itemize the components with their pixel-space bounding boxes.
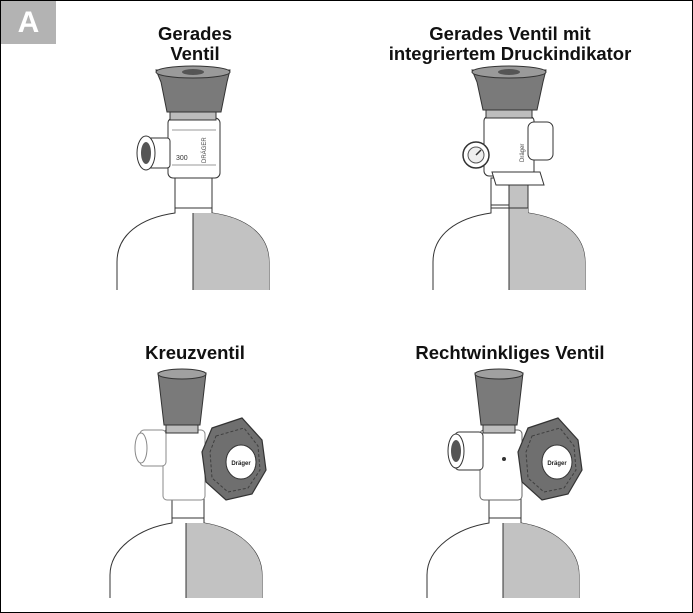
cross-valve-illustration: Dräger — [110, 369, 266, 598]
cylinder-body — [427, 498, 579, 598]
handwheel: Dräger — [202, 418, 266, 500]
handknob — [472, 66, 546, 118]
valve-body — [448, 430, 522, 500]
brand-label: DRÄGER — [201, 137, 208, 163]
cylinder-body — [433, 185, 585, 290]
gauge-value-label: 300 — [176, 155, 188, 162]
valve-body: Dräger — [463, 116, 553, 185]
valve-body: 300 DRÄGER — [137, 118, 220, 178]
brand-label: Dräger — [231, 461, 251, 467]
brand-label: Dräger — [547, 461, 567, 467]
cylinder-body — [110, 498, 262, 598]
cylinder-body — [117, 205, 269, 290]
handknob — [158, 369, 206, 433]
right-angle-valve-illustration: Dräger — [427, 369, 582, 598]
handwheel: Dräger — [518, 418, 582, 500]
handknob — [156, 66, 230, 120]
straight-valve-pressure-indicator-illustration: Dräger — [433, 66, 585, 290]
brand-label: Dräger — [520, 144, 526, 162]
straight-valve-illustration: 300 DRÄGER — [117, 66, 269, 290]
handknob — [475, 369, 523, 433]
valve-body — [135, 430, 205, 500]
cylinder-neck — [175, 178, 212, 208]
